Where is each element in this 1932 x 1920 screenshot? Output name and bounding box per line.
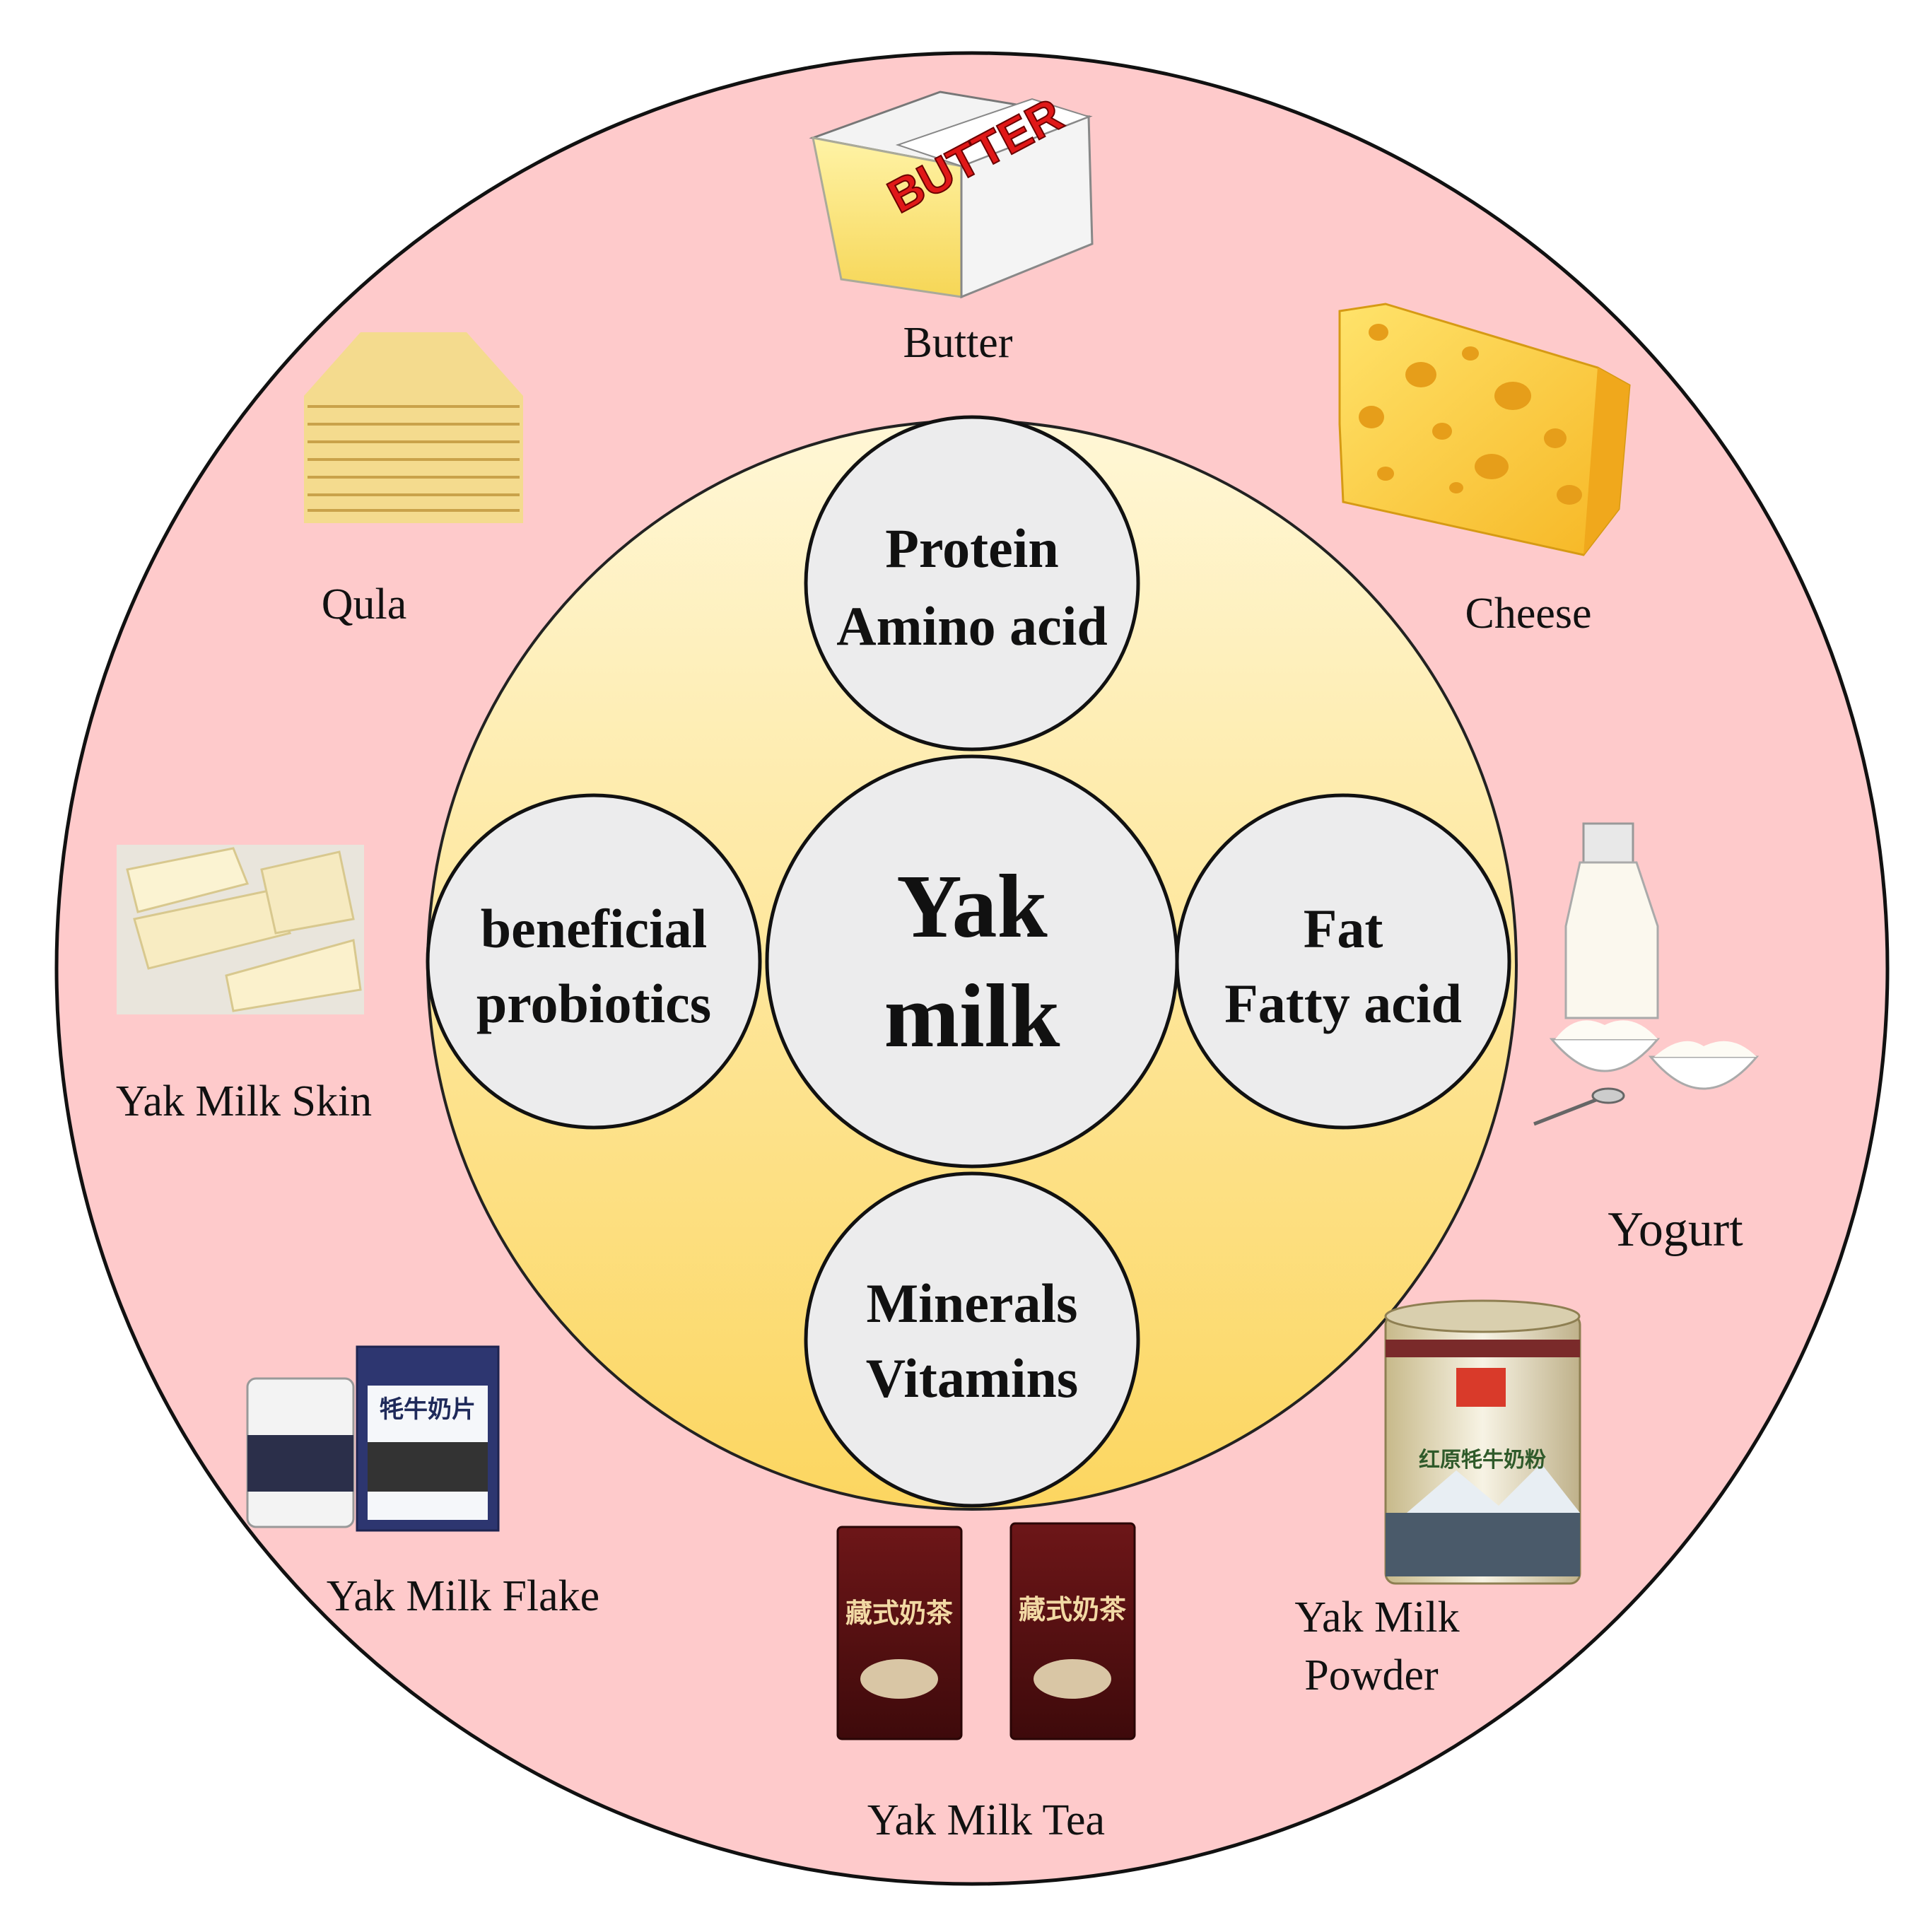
yak-milk-powder-label-line2: Powder (1304, 1651, 1439, 1699)
yak-milk-flake-image: 牦牛奶片 (246, 1345, 500, 1532)
bottom-line2: Vitamins (866, 1347, 1078, 1409)
yak-milk-skin-label: Yak Milk Skin (116, 1077, 372, 1125)
yak-milk-powder-image: 红原牦牛奶粉 (1384, 1299, 1581, 1585)
center-line2: milk (884, 966, 1060, 1066)
yogurt-label: Yogurt (1608, 1202, 1743, 1257)
right-line2: Fatty acid (1224, 973, 1462, 1034)
tea-package-text-2: 藏式奶茶 (1019, 1594, 1127, 1625)
left-line2: probiotics (476, 973, 711, 1034)
left-line1: beneficial (481, 898, 708, 959)
right-line1: Fat (1304, 898, 1383, 959)
nutrient-circle-bottom (804, 1171, 1140, 1508)
yak-milk-flake-label: Yak Milk Flake (327, 1572, 599, 1620)
yak-milk-tea-image: 藏式奶茶 藏式奶茶 (836, 1522, 1136, 1740)
butter-label: Butter (903, 319, 1013, 367)
cheese-image (1338, 303, 1631, 556)
tea-package-text-1: 藏式奶茶 (845, 1598, 954, 1629)
powder-package-text: 红原牦牛奶粉 (1419, 1448, 1546, 1473)
nutrient-circle-top (804, 415, 1140, 751)
qula-label: Qula (322, 580, 407, 628)
yak-milk-powder-label-line1: Yak Milk (1294, 1593, 1459, 1641)
yak-milk-tea-label: Yak Milk Tea (867, 1796, 1105, 1844)
qula-image (304, 332, 523, 523)
center-line1: Yak (896, 856, 1047, 956)
bottom-line1: Minerals (867, 1272, 1078, 1334)
top-line1: Protein (885, 517, 1059, 579)
cheese-label: Cheese (1465, 590, 1591, 638)
center-circle (765, 754, 1179, 1169)
flake-package-text: 牦牛奶片 (380, 1395, 476, 1424)
top-line2: Amino acid (836, 595, 1108, 657)
yogurt-image (1533, 822, 1760, 1126)
yak-milk-skin-image (117, 845, 364, 1014)
nutrient-circle-right (1175, 793, 1511, 1130)
nutrient-circle-left (426, 793, 762, 1130)
butter-image: BUTTER (809, 87, 1094, 299)
